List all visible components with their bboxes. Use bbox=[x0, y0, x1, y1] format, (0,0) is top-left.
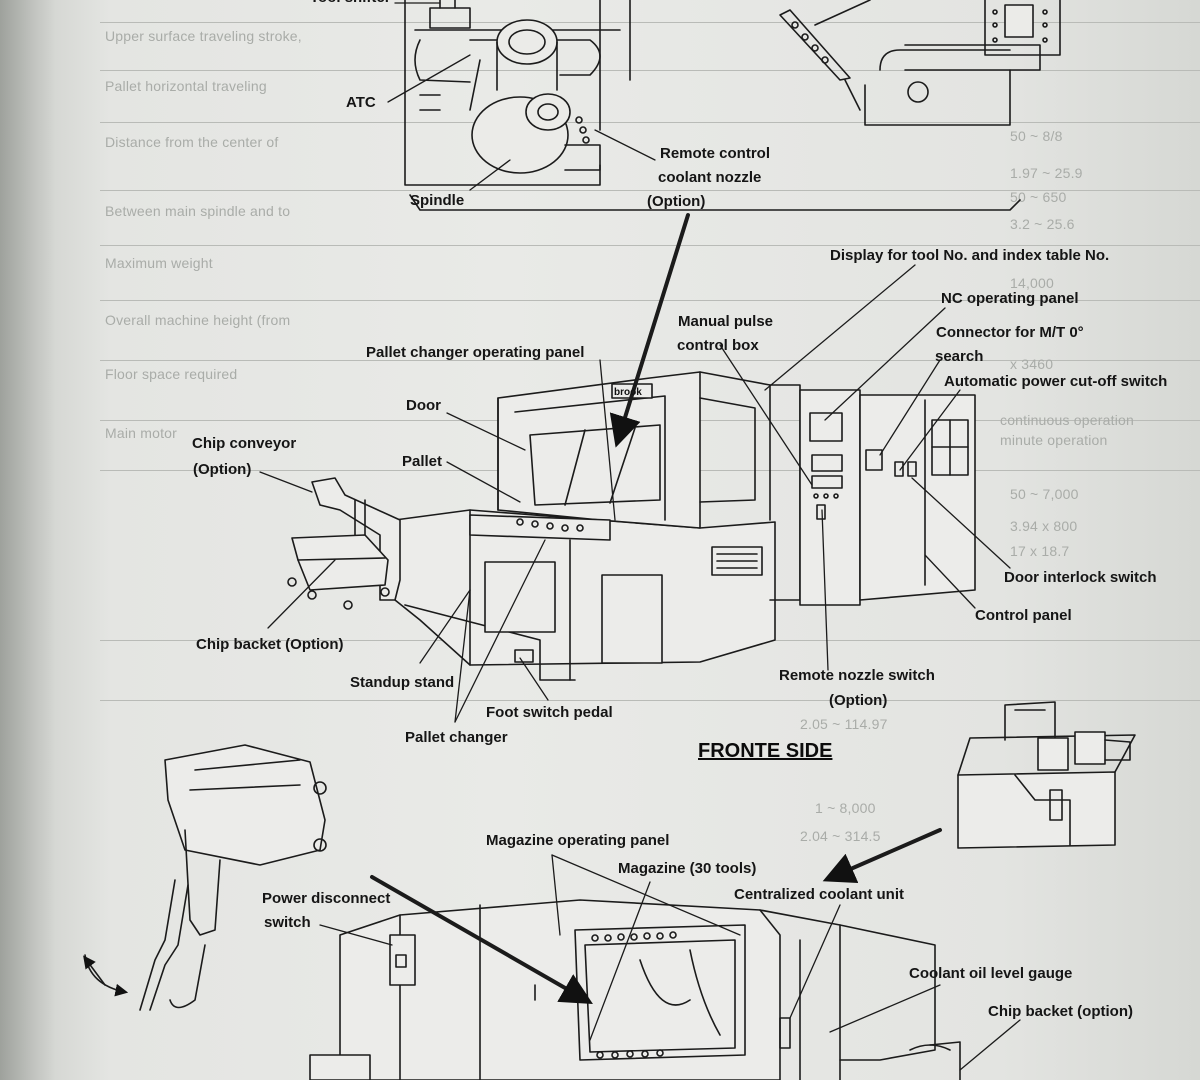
label-centralized-coolant-unit: Centralized coolant unit bbox=[734, 886, 905, 903]
table-cell: 3.94 x 800 bbox=[1010, 518, 1078, 534]
label-magazine-30-tools: Magazine (30 tools) bbox=[618, 860, 757, 877]
table-rule bbox=[100, 245, 1200, 246]
table-cell: x 3460 bbox=[1010, 356, 1054, 372]
label-remote-nozzle-switch-2: (Option) bbox=[829, 692, 888, 709]
table-cell: Pallet horizontal traveling bbox=[105, 78, 267, 94]
label-chip-backet-option: Chip backet (option) bbox=[988, 1003, 1133, 1020]
label-remote-coolant-nozzle-3: (Option) bbox=[647, 193, 706, 210]
label-display-tool-no: Display for tool No. and index table No. bbox=[830, 247, 1110, 264]
table-cell: continuous operation bbox=[1000, 412, 1134, 428]
table-cell: Distance from the center of bbox=[105, 134, 279, 150]
label-pallet-changer-operating-panel: Pallet changer operating panel bbox=[366, 344, 585, 361]
label-magazine-operating-panel: Magazine operating panel bbox=[486, 832, 670, 849]
table-cell: 17 x 18.7 bbox=[1010, 543, 1070, 559]
operating-panel-detail-drawing bbox=[779, 0, 1061, 126]
table-cell: 1.97 ~ 25.9 bbox=[1010, 165, 1083, 181]
table-cell: Maximum weight bbox=[105, 255, 213, 271]
table-cell: 2.05 ~ 114.97 bbox=[800, 716, 888, 732]
label-power-disconnect-1: Power disconnect bbox=[262, 890, 391, 907]
table-cell: Between main spindle and to bbox=[105, 203, 291, 219]
table-cell: 1 ~ 8,000 bbox=[815, 800, 876, 816]
label-atc: ATC bbox=[346, 94, 376, 111]
table-cell: Upper surface traveling stroke, bbox=[105, 28, 302, 44]
main-machine-drawing bbox=[287, 371, 976, 681]
direction-arrows bbox=[370, 213, 942, 1004]
label-manual-pulse-1: Manual pulse bbox=[678, 313, 774, 330]
table-rule bbox=[100, 22, 1200, 23]
label-remote-coolant-nozzle-2: coolant nozzle bbox=[658, 169, 762, 186]
label-nc-operating-panel: NC operating panel bbox=[941, 290, 1079, 307]
label-power-disconnect-2: switch bbox=[264, 914, 311, 931]
table-cell: minute operation bbox=[1000, 432, 1108, 448]
table-cell: Main motor bbox=[105, 425, 178, 441]
table-rule bbox=[100, 300, 1200, 301]
machine-badge: brook bbox=[614, 387, 642, 398]
label-automatic-power-cutoff: Automatic power cut-off switch bbox=[944, 373, 1168, 390]
label-spindle: Spindle bbox=[410, 192, 465, 209]
table-cell: 50 ~ 650 bbox=[1010, 189, 1067, 205]
label-remote-nozzle-switch-1: Remote nozzle switch bbox=[779, 667, 935, 684]
table-cell: 3.2 ~ 25.6 bbox=[1010, 216, 1075, 232]
coolant-unit-drawing bbox=[957, 701, 1136, 849]
label-remote-coolant-nozzle-1: Remote control bbox=[660, 145, 771, 162]
table-cell: 50 ~ 8/8 bbox=[1010, 128, 1063, 144]
label-pallet: Pallet bbox=[402, 453, 443, 470]
label-coolant-oil-level-gauge: Coolant oil level gauge bbox=[909, 965, 1073, 982]
section-heading-front-side: FRONTE SIDE bbox=[698, 740, 833, 762]
label-connector-2: search bbox=[935, 348, 984, 365]
label-connector-1: Connector for M/T 0° bbox=[936, 324, 1084, 341]
binding-fold-shadow bbox=[0, 0, 55, 1080]
table-rule bbox=[100, 700, 1200, 701]
label-door-interlock-switch: Door interlock switch bbox=[1004, 569, 1157, 586]
table-rule bbox=[100, 190, 1200, 191]
atc-arm-drawing bbox=[83, 744, 327, 1011]
table-rule bbox=[100, 360, 1200, 361]
label-chip-conveyor-2: (Option) bbox=[193, 461, 252, 478]
label-tool-shifter: Tool shifter bbox=[310, 0, 391, 10]
table-cell: 50 ~ 7,000 bbox=[1010, 486, 1079, 502]
label-chip-conveyor-1: Chip conveyor bbox=[192, 435, 297, 452]
table-rule bbox=[100, 70, 1200, 71]
label-chip-backet: Chip backet (Option) bbox=[196, 636, 344, 653]
table-rule bbox=[100, 122, 1200, 123]
label-door: Door bbox=[406, 397, 441, 414]
label-manual-pulse-2: control box bbox=[677, 337, 759, 354]
table-cell: 2.04 ~ 314.5 bbox=[800, 828, 881, 844]
label-control-panel: Control panel bbox=[975, 607, 1072, 624]
callout-leaders bbox=[259, 2, 1021, 1071]
table-cell: Floor space required bbox=[105, 366, 238, 382]
detail-bracket bbox=[409, 194, 1021, 211]
table-cell: 14,000 bbox=[1010, 275, 1055, 291]
table-cell: Overall machine height (from bbox=[105, 312, 291, 328]
rear-machine-drawing bbox=[309, 899, 961, 1080]
spindle-head-drawing bbox=[404, 0, 631, 186]
label-standup-stand: Standup stand bbox=[350, 674, 455, 691]
label-foot-switch-pedal: Foot switch pedal bbox=[486, 704, 613, 721]
label-pallet-changer: Pallet changer bbox=[405, 729, 508, 746]
